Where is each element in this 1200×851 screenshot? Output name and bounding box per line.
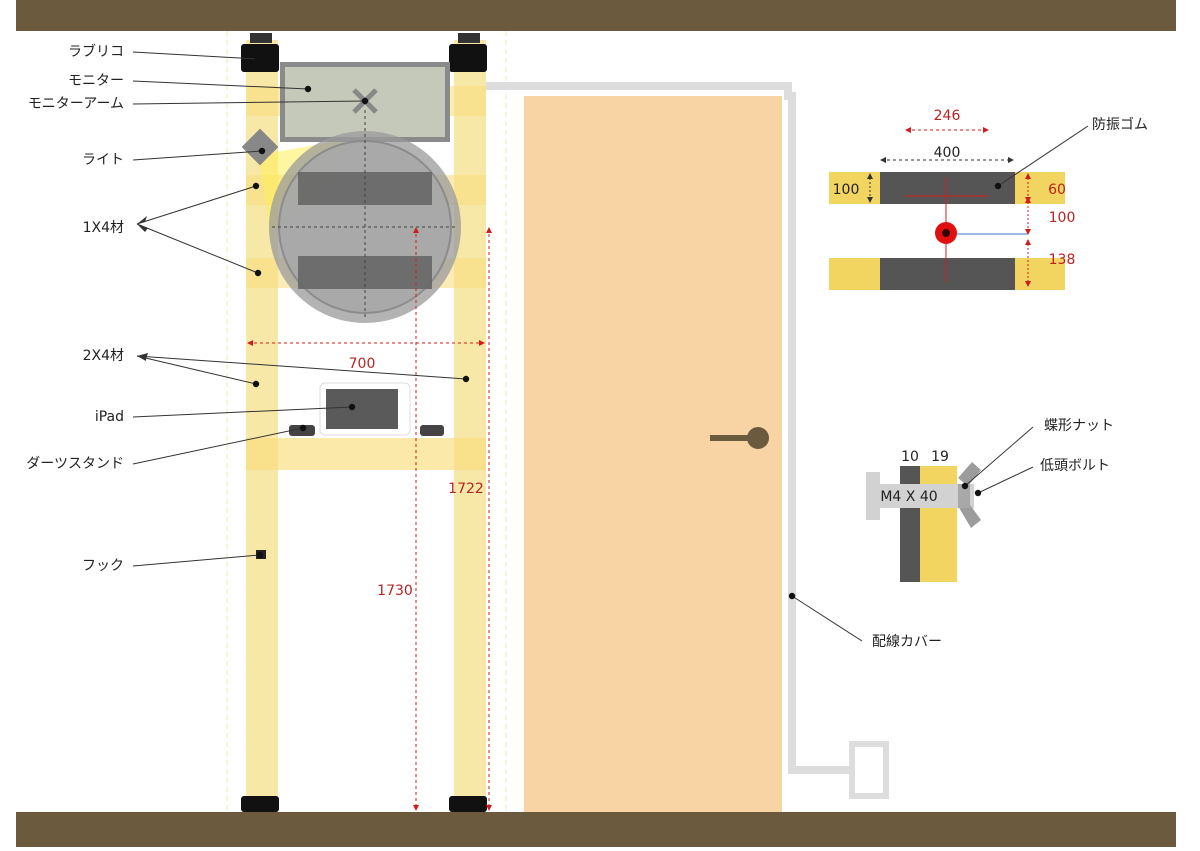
label-monitor: モニター <box>68 73 124 89</box>
detail-rubber-top <box>880 172 1015 204</box>
detail-rubber-bottom <box>880 258 1015 290</box>
dim-138-label: 138 <box>1049 252 1076 268</box>
ceiling-band <box>16 0 1176 31</box>
dim-400-label: 400 <box>934 145 961 161</box>
callout-dot-wing-nut <box>961 482 969 490</box>
callout-dot-rubber <box>994 182 1002 190</box>
wing-nut-icon <box>958 462 981 528</box>
label-wing-nut: 蝶形ナット <box>1044 418 1114 434</box>
callout-bolt <box>977 466 1034 494</box>
callout-cable-cover <box>791 595 863 642</box>
bullseye-icon <box>935 222 957 244</box>
label-ipad: iPad <box>95 409 124 425</box>
dim-100-board-label: 100 <box>833 182 860 198</box>
label-light: ライト <box>82 152 124 168</box>
callout-wing-nut <box>964 426 1034 487</box>
shelf-board <box>246 438 486 470</box>
bolt-board <box>920 466 957 582</box>
label-1x4: 1X4材 <box>83 220 124 236</box>
label-bolt: 低頭ボルト <box>1040 458 1110 474</box>
light-icon <box>241 128 279 166</box>
dim-100-label: 100 <box>1049 210 1076 226</box>
callout-arrowheads <box>137 216 148 361</box>
rubber-detail: 246 400 100 60 100 138 <box>829 108 1075 290</box>
label-labrico: ラブリコ <box>68 43 124 60</box>
door-handle-icon <box>710 427 769 449</box>
upright-right <box>454 40 486 812</box>
label-2x4: 2X4材 <box>83 348 124 364</box>
darts-stand-right <box>420 425 444 436</box>
ipad-screen <box>326 389 398 429</box>
label-darts-stand: ダーツスタンド <box>26 456 124 472</box>
door <box>524 96 782 812</box>
bolt-spec-label: M4 X 40 <box>880 489 937 505</box>
dim-1722-label: 1722 <box>448 481 484 497</box>
dim-60-label: 60 <box>1048 182 1066 198</box>
dim-19-label: 19 <box>931 449 949 465</box>
label-monitor-arm: モニターアーム <box>28 96 124 112</box>
dim-700-label: 700 <box>349 356 376 372</box>
bolt-detail: 10 19 M4 X 40 <box>866 449 981 582</box>
cable-cover <box>486 82 850 774</box>
label-rubber: 防振ゴム <box>1092 116 1148 133</box>
outlet <box>849 741 889 799</box>
callout-dot-bolt <box>974 489 982 497</box>
label-cable-cover: 配線カバー <box>872 634 942 650</box>
label-hook: フック <box>82 558 124 574</box>
dim-1730-label: 1730 <box>377 583 413 599</box>
floor-band <box>16 812 1176 847</box>
bolt-plate-dark <box>900 466 920 582</box>
dim-246-label: 246 <box>934 108 961 124</box>
callout-lines-left <box>132 51 467 567</box>
callout-dot-cable-cover <box>788 592 796 600</box>
dim-10-label: 10 <box>901 449 919 465</box>
callout-rubber <box>997 125 1089 187</box>
callout-dots-left <box>252 55 470 559</box>
bolt-shaft <box>866 484 974 508</box>
